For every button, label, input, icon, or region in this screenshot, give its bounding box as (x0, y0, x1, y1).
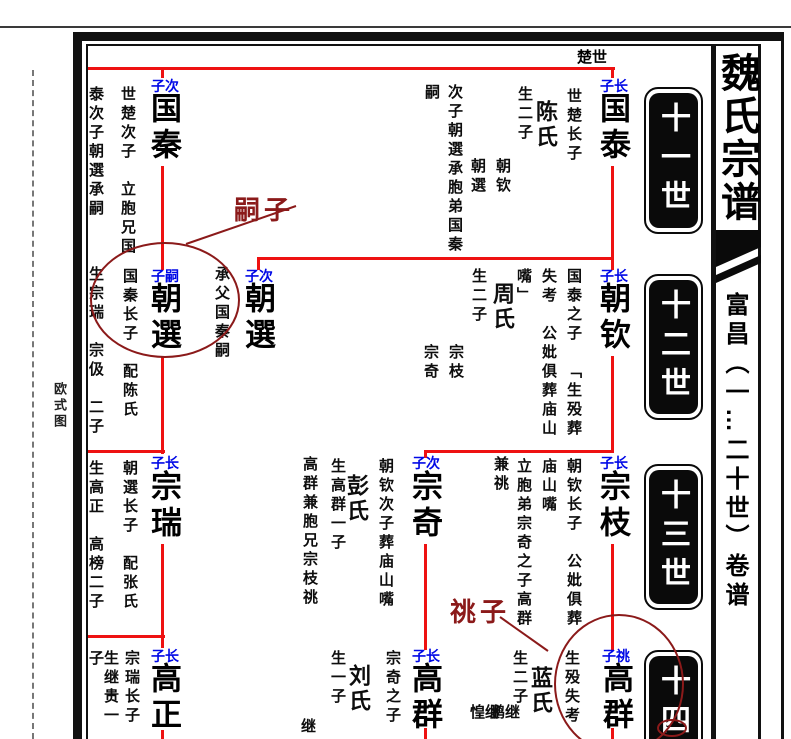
entry-zongzhi-note: 朝钦长子 公妣俱葬 (565, 458, 582, 629)
entry-chaoqin-rank: 子长 (600, 268, 628, 284)
generation-label-12: 十二世 (656, 289, 689, 406)
tree-line-chaoxuan-down (161, 356, 164, 454)
entry-chaoxuan-second-rank: 子次 (245, 268, 273, 284)
entry-guotai-note: 世楚长子 (565, 88, 582, 164)
generation-box-11: 十一世 (644, 87, 703, 234)
entry-guotai-son: 朝钦 (494, 158, 511, 196)
generation-box-12-fill (649, 280, 698, 414)
tree-line-chaoqin-down (611, 356, 614, 453)
entry-gaoqun-eldest-rank: 子长 (412, 648, 440, 664)
entry-zongrui-name: 宗瑞 (146, 470, 181, 542)
entry-chaoqin-note: 生二子 (470, 268, 487, 325)
entry-zongzhi-name: 宗枝 (595, 470, 630, 542)
entry-guotai-son: 朝選 (469, 158, 486, 196)
tiao-annotation-label: 祧子 (450, 597, 511, 627)
inner-frame-top (86, 44, 761, 46)
entry-guotai-name: 国泰 (595, 92, 630, 164)
entry-zongqi-note: 生高群一子 (329, 458, 346, 553)
entry-guotai-note: 生二子 (516, 86, 533, 143)
entry-zongrui-note: 生高正 高榜二子 (87, 460, 104, 612)
tree-rail-gen13-left (88, 450, 165, 453)
inner-frame-left (86, 44, 88, 739)
generation-box-13-fill (649, 470, 698, 604)
entry-chaoqin-spouse: 周氏 (490, 282, 515, 332)
chart-style-label: 欧式图 (52, 382, 67, 430)
entry-guoqin-note: 泰次子朝選承嗣 (87, 86, 104, 219)
generation-label-13: 十三世 (656, 479, 689, 596)
small-highlight-oval (657, 719, 687, 737)
fold-dashed-line (32, 70, 34, 739)
entry-gaoqun-eldest-note: 宗奇之子 (384, 650, 401, 726)
tree-rail-gen13-right (424, 450, 614, 453)
entry-zongqi-spouse: 彭氏 (344, 474, 369, 524)
tree-drop-chaoxuan-second (257, 257, 260, 270)
entry-gaozheng-rank: 子长 (151, 648, 179, 664)
entry-zongzhi-rank: 子长 (600, 455, 628, 471)
generation-box-11-fill (649, 93, 698, 228)
entry-guotai-note: 嗣 (423, 84, 440, 103)
entry-gaoqun-tiao-son: 继鹏 (488, 704, 520, 723)
generation-label-11: 十一世 (656, 102, 689, 219)
tree-line-guoqin-down (161, 166, 164, 270)
volume-label: 富昌（一…二十世）卷谱 (721, 292, 748, 611)
entry-guoqin-note: 世楚次子 立胞兄国 (119, 86, 136, 257)
tree-line-zongrui-down (161, 544, 164, 638)
heir-highlight-circle (90, 242, 240, 358)
entry-gaozheng-note: 宗瑞长子 (123, 650, 140, 726)
entry-chaoxuan-second-name: 朝選 (240, 282, 275, 354)
entry-zongqi-rank: 子次 (412, 455, 440, 471)
entry-chaoqin-name: 朝钦 (595, 282, 630, 354)
entry-chaoqin-note: 失考 公妣俱葬庙山 (540, 268, 557, 439)
ancestor-name-label: 楚世 (577, 49, 608, 66)
tree-drop-guotai (611, 67, 614, 78)
entry-gaozheng-note: 生继贵一子 (87, 650, 119, 726)
entry-zongzhi-note: 立胞弟宗奇之子高群 (515, 458, 532, 629)
outer-frame (73, 32, 784, 739)
entry-guotai-note: 次子朝選承胞弟国秦 (446, 84, 463, 255)
generation-box-13: 十三世 (644, 464, 703, 610)
tree-stub-gaozheng-bottom (161, 730, 164, 739)
entry-zongrui-note: 朝選长子 配张氏 (121, 460, 138, 612)
entry-chaoqin-note: 国泰之子 ﹁生殁葬 (565, 268, 582, 439)
tree-rail-gen12 (257, 257, 614, 260)
entry-gaoqun-eldest-note: 生一子 (329, 650, 346, 707)
tree-line-guotai-down (611, 166, 614, 270)
entry-gaoqun-tiao-son: 继惶 (468, 704, 500, 723)
entry-gaozheng-name: 高正 (146, 662, 181, 734)
tree-line-zongzhi-down (611, 544, 614, 650)
entry-gaoqun-eldest-spouse: 刘氏 (346, 664, 371, 714)
tree-rail-gen14-left (88, 635, 165, 638)
entry-gaoqun-eldest-name: 高群 (407, 662, 442, 734)
generation-box-12: 十二世 (644, 274, 703, 420)
entry-chaoqin-son: 宗枝 (447, 344, 464, 382)
entry-gaoqun-tiao-spouse: 蓝氏 (528, 666, 553, 716)
entry-zongzhi-note: 兼祧 (492, 456, 509, 494)
entry-guoqin-name: 国秦 (146, 92, 181, 164)
entry-chaoqin-son: 宗奇 (422, 344, 439, 382)
entry-zongqi-note: 高群兼胞兄宗枝祧 (301, 456, 318, 608)
entry-guoqin-rank: 子次 (151, 78, 179, 94)
entry-zongqi-name: 宗奇 (407, 470, 442, 542)
tree-rail-gen11 (88, 67, 615, 70)
tree-line-zongqi-down (424, 544, 427, 650)
tree-drop-gaozheng (161, 635, 164, 648)
book-title: 魏氏宗谱 (715, 52, 759, 224)
entry-zongqi-note: 朝钦次子葬庙山嘴 (377, 458, 394, 610)
entry-chaoqin-note: 嘴﹂ (515, 268, 532, 306)
entry-gaoqun-eldest-son: 继 (299, 718, 316, 737)
tiao-highlight-circle (554, 614, 684, 739)
tree-drop-guoqin (161, 67, 164, 78)
sidebar-right-border (758, 44, 761, 739)
entry-zongzhi-note: 庙山嘴 (540, 458, 557, 515)
tree-stub-gaoqun1-bottom (424, 728, 427, 739)
heir-annotation-label: 嗣子 (234, 195, 295, 225)
entry-guotai-rank: 子长 (600, 78, 628, 94)
entry-zongrui-rank: 子长 (151, 455, 179, 471)
page-top-rule (0, 26, 791, 28)
entry-gaoqun-tiao-note: 生二子 (511, 650, 528, 707)
tree-drop-zongqi (424, 450, 427, 458)
entry-guotai-spouse: 陈氏 (533, 100, 558, 150)
sidebar-separator (711, 44, 716, 739)
